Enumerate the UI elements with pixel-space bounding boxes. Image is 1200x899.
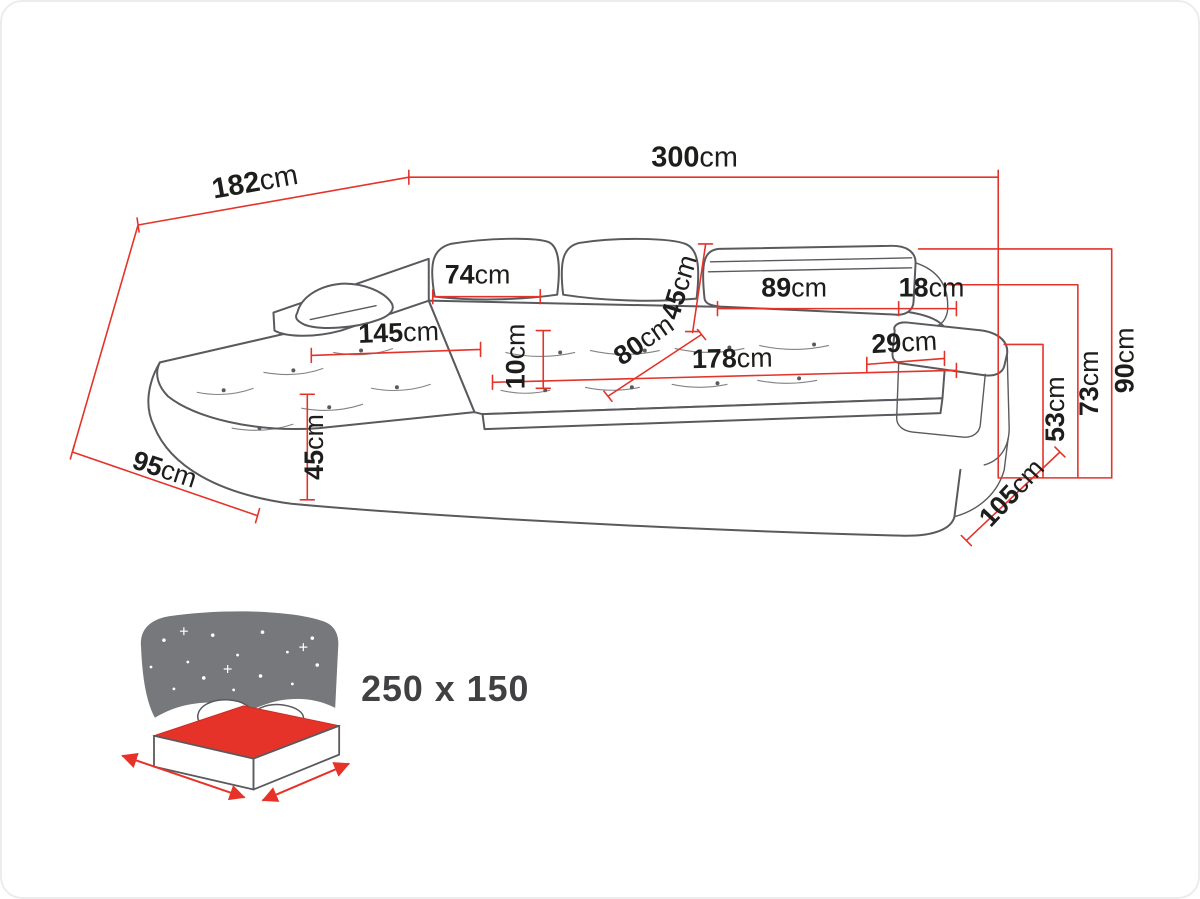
dim-left-back-cushion-label: 74cm: [445, 260, 511, 290]
dim-headrest-depth-label: 18cm: [899, 273, 965, 303]
stars: [149, 627, 320, 692]
night-backdrop: [140, 611, 339, 718]
dim-total-height-line: [917, 248, 1113, 479]
dim-chaise-front-width-line: [69, 444, 261, 524]
seat-tufting: [196, 342, 830, 431]
sofa-right-base-edge: [953, 437, 1009, 518]
pillow-crease: [309, 304, 377, 321]
back-cushion-middle: [560, 237, 700, 302]
dim-total-width-label: 300cm: [651, 141, 738, 173]
dim-backrest-total-height-label: 73cm: [1074, 350, 1104, 416]
dim-seat-length-label: 178cm: [692, 343, 773, 374]
sofa-drawing: [147, 237, 1010, 537]
headrest-right: [702, 244, 917, 316]
dim-seat-length-line: [491, 362, 958, 391]
dim-seat-height-label: 45cm: [299, 414, 329, 480]
armrest-front: [895, 362, 986, 438]
dim-total-depth-line: [71, 176, 410, 453]
dim-armrest-top-width-line: [866, 350, 946, 373]
dimension-lines: [69, 169, 1113, 547]
dim-side-depth-line: [960, 446, 1066, 547]
dim-total-height-label: 90cm: [1110, 328, 1140, 394]
dim-seat-band-height-line: [535, 329, 552, 390]
dim-chaise-seat-length-line: [310, 341, 482, 364]
seat-front-band: [481, 397, 944, 431]
sleeping-length-arrow: [121, 752, 246, 801]
dim-armrest-top-width-label: 29cm: [871, 326, 938, 359]
armrest-top: [891, 321, 1009, 377]
dim-armrest-height-line: [1003, 343, 1044, 479]
dim-seat-band-height-label: 10cm: [500, 324, 530, 390]
dimension-labels: 300cm 182cm 74cm 145cm 45cm 89cm 18cm 29…: [129, 141, 1140, 532]
dim-chaise-seat-length-label: 145cm: [358, 316, 440, 349]
dim-back-cushion-height-line: [684, 243, 714, 334]
dim-backrest-total-height-line: [947, 283, 1079, 479]
sleeping-width-arrow: [261, 762, 351, 802]
dim-armrest-height-label: 53cm: [1040, 376, 1070, 442]
dim-right-back-cushion-label: 89cm: [761, 273, 827, 303]
sleeping-area-icon: [121, 611, 351, 802]
dim-left-back-cushion-line: [431, 288, 542, 305]
dim-seat-height-line: [299, 393, 316, 501]
dim-right-back-cushion-and-headrest-line: [716, 300, 958, 317]
armrest-side: [983, 352, 1010, 466]
dim-total-depth-label: 182cm: [210, 159, 301, 206]
sleeping-area-label: 250 x 150: [361, 669, 529, 709]
headrest-seam-lines: [707, 257, 913, 273]
dim-seat-depth-line: [603, 328, 707, 403]
chaise-seat: [156, 299, 476, 430]
back-cushion-left: [431, 237, 560, 301]
